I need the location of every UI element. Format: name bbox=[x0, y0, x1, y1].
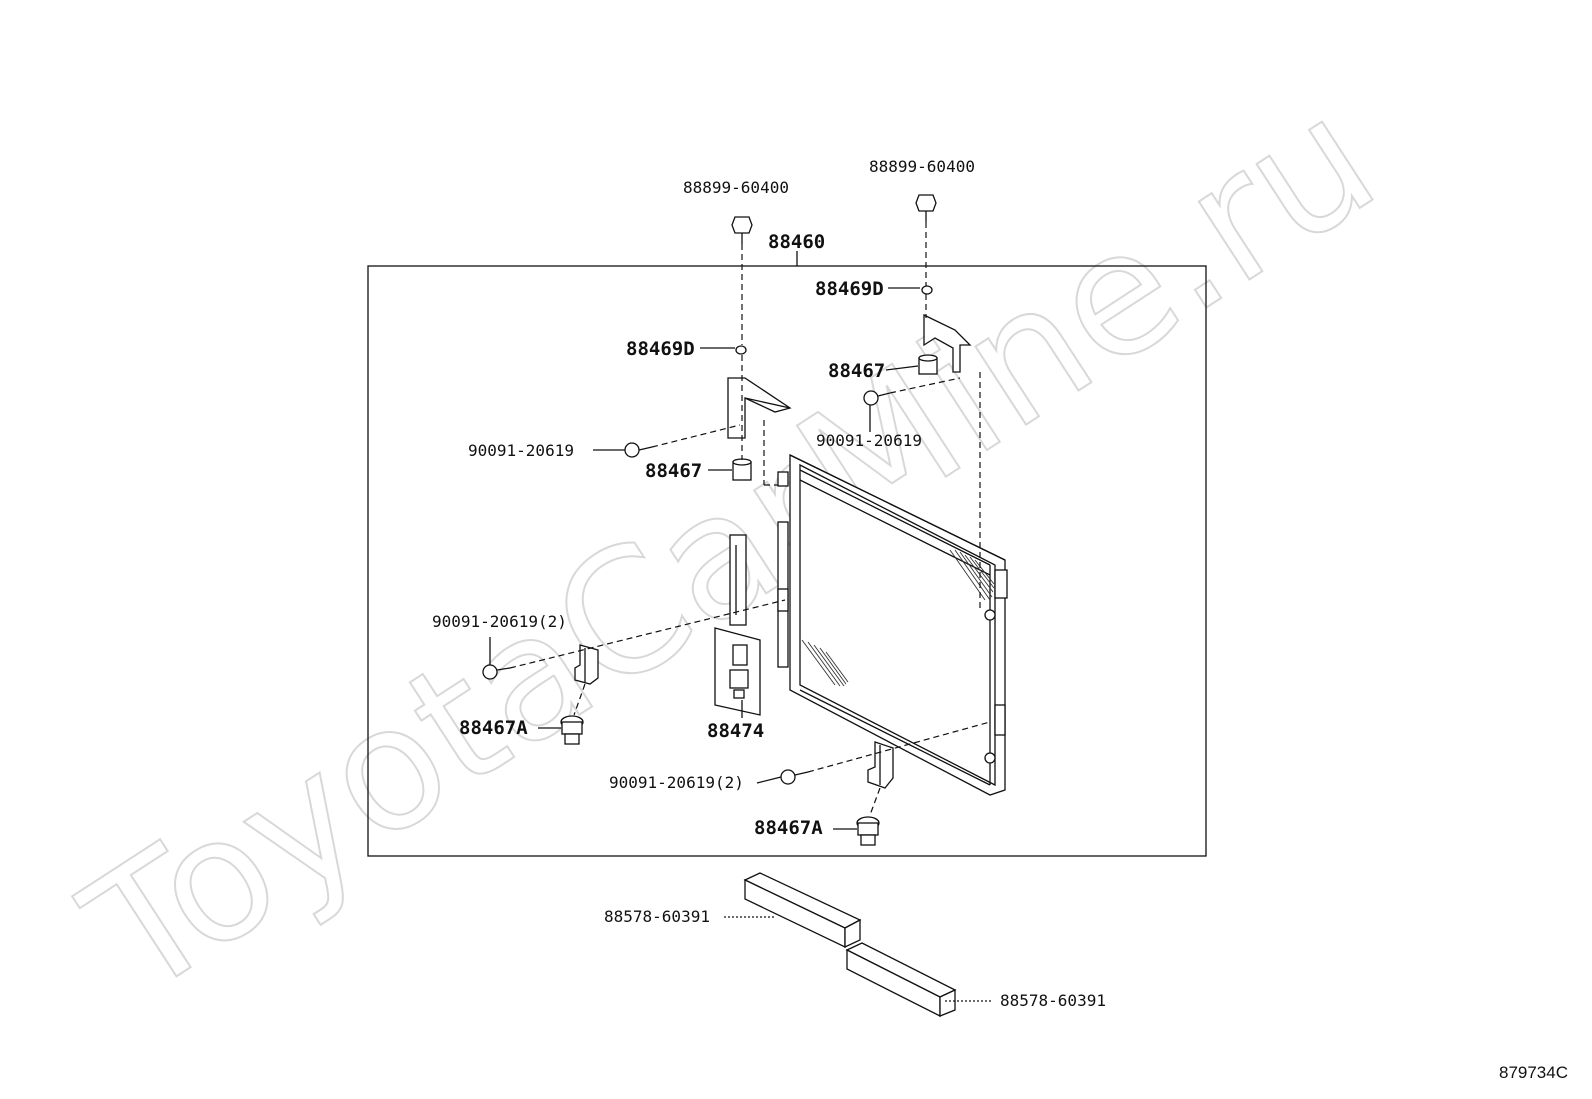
bolt-top-right-icon bbox=[915, 194, 937, 222]
label-receiver: 88474 bbox=[707, 720, 764, 742]
seal-right-part bbox=[845, 942, 957, 1018]
assembly-dash-lines bbox=[509, 222, 991, 816]
bracket-top-left bbox=[727, 377, 792, 481]
label-mount-lower-left: 88467A bbox=[459, 717, 528, 739]
mount-lower-left-icon bbox=[560, 715, 584, 745]
condenser-core bbox=[777, 453, 1008, 796]
mount-lower-right-icon bbox=[856, 816, 880, 846]
diagram-number: 879734C bbox=[1498, 1063, 1568, 1082]
bracket-lower-left bbox=[574, 644, 599, 685]
assembly-frame bbox=[367, 265, 1207, 857]
receiver-part bbox=[714, 534, 761, 716]
label-seal-left: 88578-60391 bbox=[604, 907, 710, 926]
label-mount-lower-right: 88467A bbox=[754, 817, 823, 839]
seal-left-part bbox=[743, 872, 862, 949]
label-cushion-top-left: 88469D bbox=[626, 338, 695, 360]
label-bracket-top-right: 88467 bbox=[828, 360, 885, 382]
label-condenser-assy: 88460 bbox=[768, 231, 825, 253]
screw-lower-mid-icon bbox=[780, 769, 809, 785]
screw-top-left-icon bbox=[624, 442, 653, 458]
leader-lines bbox=[489, 287, 992, 1002]
label-seal-right: 88578-60391 bbox=[1000, 991, 1106, 1010]
label-cushion-top-right: 88469D bbox=[815, 278, 884, 300]
screw-lower-left-icon bbox=[482, 664, 511, 680]
label-bracket-top-left: 88467 bbox=[645, 460, 702, 482]
label-screw-lower-left: 90091-20619(2) bbox=[432, 612, 567, 631]
bracket-top-right bbox=[918, 313, 972, 375]
bolt-top-left-icon bbox=[731, 216, 753, 244]
cushion-top-right-icon bbox=[921, 285, 933, 295]
screw-top-right-icon bbox=[863, 390, 891, 406]
label-bolt-top-left: 88899-60400 bbox=[683, 178, 789, 197]
cushion-top-left-icon bbox=[735, 345, 747, 355]
label-screw-top-left: 90091-20619 bbox=[468, 441, 574, 460]
label-bolt-top-right: 88899-60400 bbox=[869, 157, 975, 176]
label-screw-lower-mid: 90091-20619(2) bbox=[609, 773, 744, 792]
bracket-lower-right bbox=[867, 741, 894, 789]
label-screw-top-right: 90091-20619 bbox=[816, 431, 922, 450]
